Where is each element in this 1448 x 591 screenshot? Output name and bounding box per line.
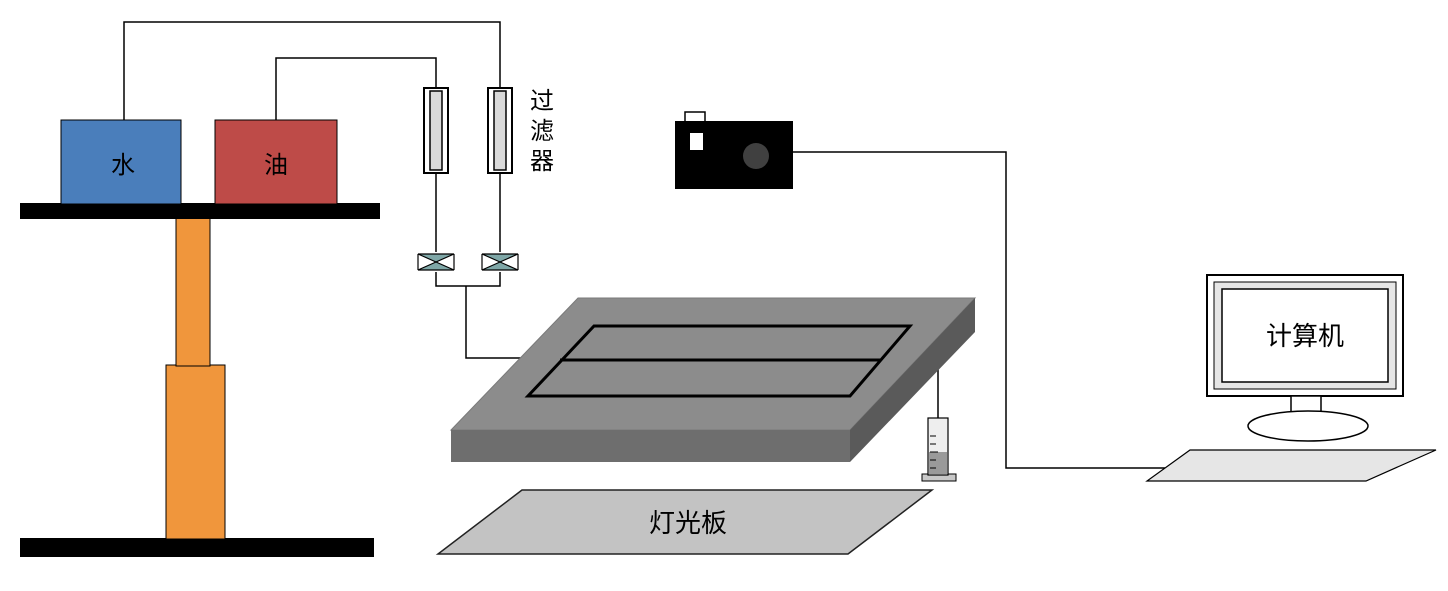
chip-front-face [451, 430, 850, 462]
valve-left [417, 253, 455, 271]
monitor-screen [1221, 288, 1389, 383]
water-tube [123, 21, 501, 120]
keyboard [1145, 449, 1437, 482]
computer: 计算机 [1145, 274, 1437, 482]
monitor-base [1247, 410, 1369, 442]
camera-cable [793, 151, 1165, 469]
graduated-cylinder-icon [921, 417, 957, 482]
tubing-lines [123, 21, 1165, 469]
filter-left [423, 87, 449, 174]
filter-label-char-2: 滤 [530, 117, 554, 145]
lift-column-lower [165, 364, 226, 540]
water-tank: 水 [60, 119, 182, 205]
chip-inlet-line [465, 286, 525, 359]
light-panel-label: 灯光板 [649, 509, 727, 539]
chip-side-face [850, 298, 975, 462]
light-panel: 灯光板 [435, 489, 935, 555]
filter-label-char-3: 器 [530, 147, 554, 175]
stand-top-shelf [20, 203, 380, 219]
oil-tank: 油 [214, 119, 338, 205]
computer-label: 计算机 [1266, 322, 1344, 352]
filter-label-char-1: 过 [530, 87, 554, 115]
valve-merge-line [435, 272, 501, 287]
filter-right [487, 87, 513, 174]
chip-plate [449, 297, 977, 462]
oil-tube [275, 57, 437, 120]
light-panel-surface [435, 489, 935, 555]
lifting-stand [20, 203, 380, 557]
oil-label: 油 [264, 151, 288, 179]
water-label: 水 [111, 151, 135, 179]
filter-label: 过 滤 器 [530, 87, 554, 175]
oil-tank-body [214, 119, 338, 205]
valve-right [481, 253, 519, 271]
stand-base [20, 538, 374, 557]
lift-column-upper [175, 214, 211, 367]
camera-icon [675, 111, 793, 189]
water-tank-body [60, 119, 182, 205]
